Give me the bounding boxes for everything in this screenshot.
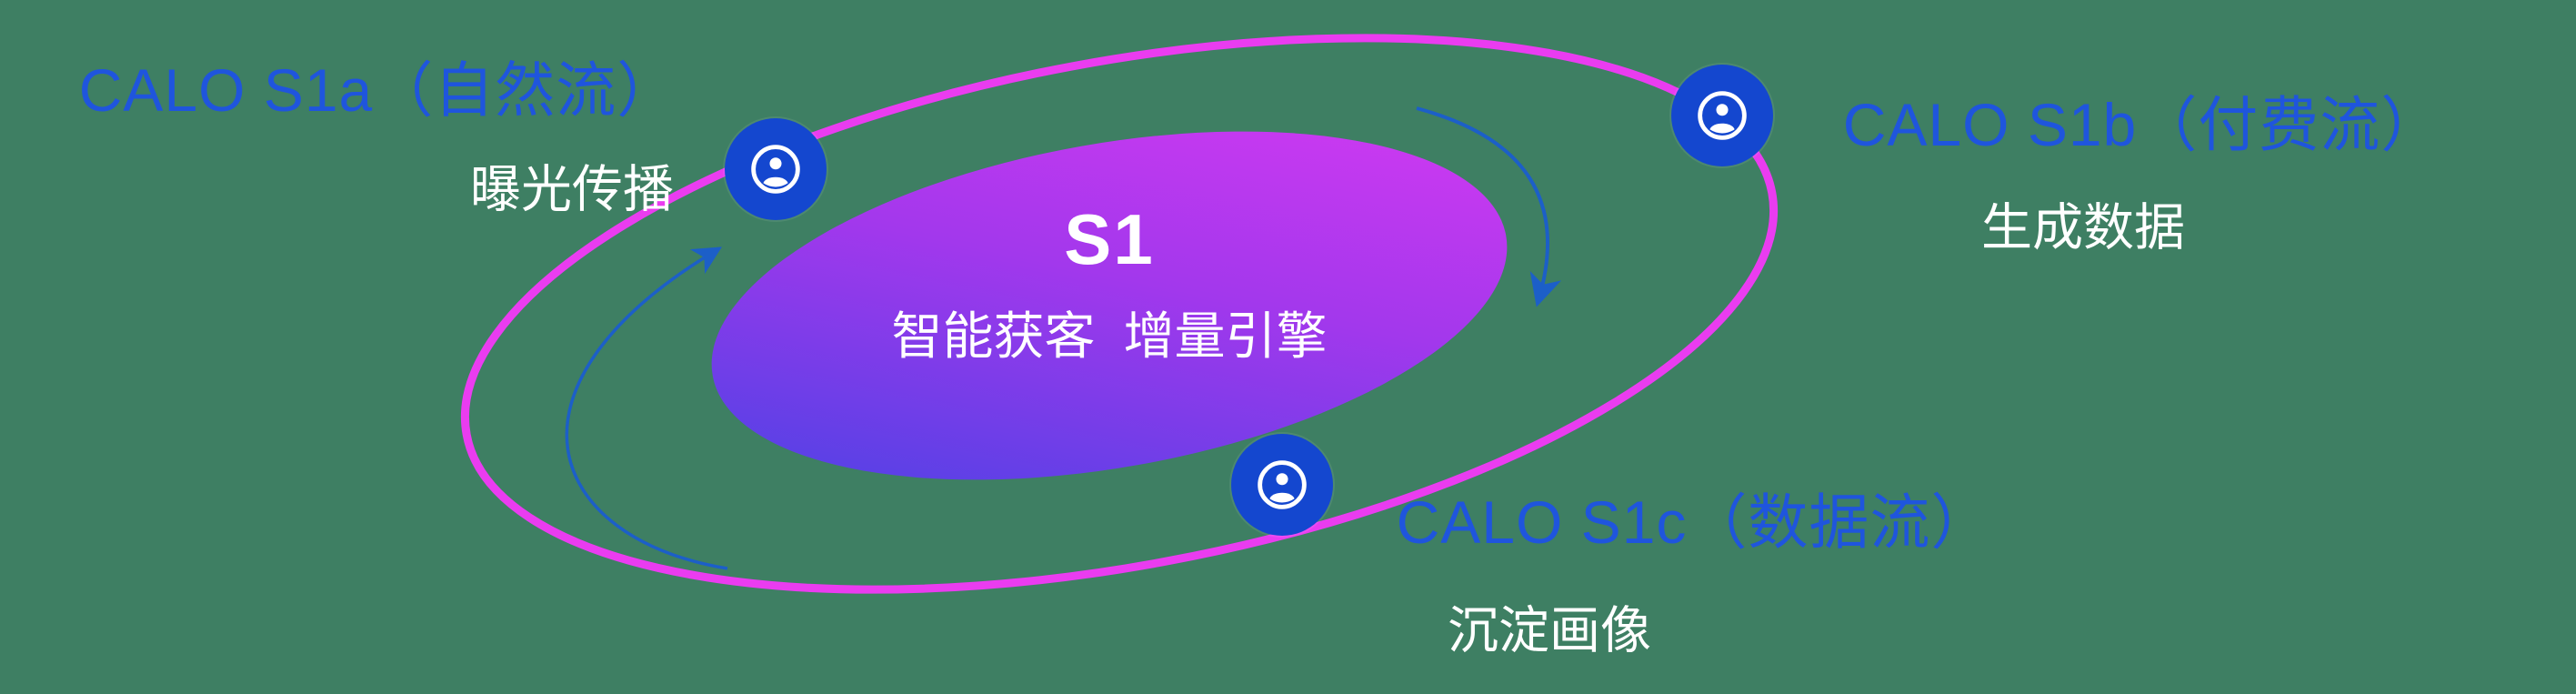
arrow-right-curve	[1416, 106, 1562, 307]
node-s1c-subtitle: 沉淀画像	[1448, 601, 1651, 659]
node-s1c-title: CALO S1c（数据流）	[1396, 488, 1992, 556]
user-circle-icon	[1698, 91, 1747, 140]
orbit-ring	[460, 34, 1779, 594]
user-circle-icon	[1258, 460, 1307, 509]
core-label-group: S1 智能获客 增量引擎	[891, 198, 1327, 369]
node-s1a-subtitle: 曝光传播	[470, 160, 674, 218]
arrow-left-curve	[565, 246, 728, 570]
user-circle-icon	[751, 145, 800, 194]
core-title: S1	[1064, 199, 1155, 279]
node-s1a	[725, 118, 827, 220]
node-s1a-title: CALO S1a（自然流）	[78, 56, 678, 124]
core-ellipse	[711, 131, 1508, 480]
node-s1c	[1231, 434, 1333, 536]
node-s1b-subtitle: 生成数据	[1981, 198, 2185, 256]
node-s1b-title: CALO S1b（付费流）	[1842, 91, 2442, 158]
node-s1b	[1671, 65, 1773, 166]
core-subtitle: 智能获客 增量引擎	[891, 307, 1328, 365]
